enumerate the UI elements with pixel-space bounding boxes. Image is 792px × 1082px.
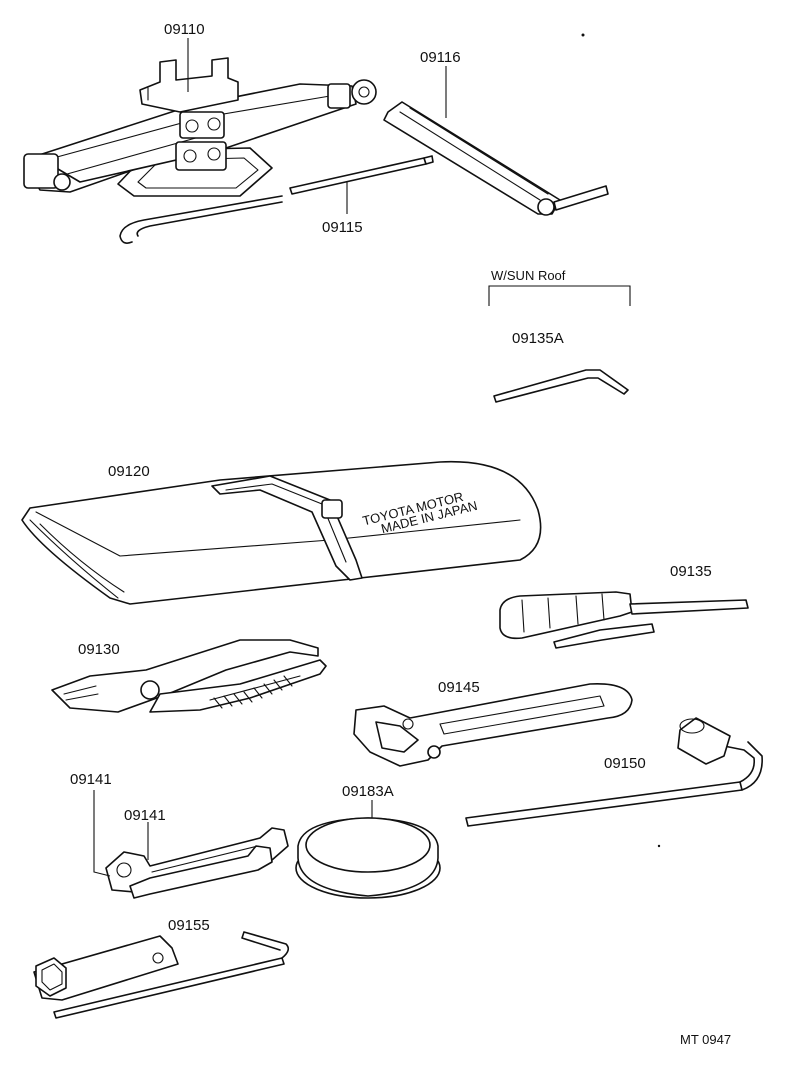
- label-wheel-nut-wrench: 09150: [604, 755, 646, 772]
- label-screwdriver: 09135: [670, 563, 712, 580]
- option-bracket: [488, 285, 631, 306]
- jack-drawing: [23, 57, 377, 197]
- label-ornament-cap: 09183A: [342, 783, 394, 800]
- label-spanner-outer: 09141: [70, 771, 112, 788]
- label-adjustable-wrench: 09145: [438, 679, 480, 696]
- diagram-code: MT 0947: [680, 1032, 731, 1047]
- label-jack-handle-extension: 09115: [322, 219, 363, 236]
- jack-handle-bar-drawing: [383, 101, 609, 216]
- label-jack-handle-bar: 09116: [420, 49, 461, 66]
- sunroof-wrench-drawing: [493, 369, 629, 403]
- speck: [657, 844, 661, 848]
- pliers-drawing: [51, 639, 327, 713]
- jack-hook-rod: [119, 195, 283, 244]
- label-sunroof-wrench: 09135A: [512, 330, 564, 347]
- speck: [581, 33, 585, 37]
- jack-handle-extension-drawing: [289, 155, 434, 195]
- screwdriver-drawing: [499, 591, 749, 649]
- tool-bag-drawing: TOYOTA MOTOR MADE IN JAPAN: [21, 460, 542, 605]
- plug-wrench-drawing: [33, 931, 290, 1019]
- adjustable-wrench-drawing: [353, 683, 633, 767]
- wheel-nut-wrench-drawing: [465, 717, 763, 827]
- label-jack: 09110: [164, 21, 205, 38]
- label-pliers: 09130: [78, 641, 120, 658]
- leader-spanner-outer: [93, 790, 111, 877]
- spanners-drawing: [105, 827, 289, 899]
- label-option-group: W/SUN Roof: [491, 268, 566, 283]
- label-spanner-inner: 09141: [124, 807, 166, 824]
- label-tool-bag: 09120: [108, 463, 150, 480]
- ornament-cap-drawing: [295, 817, 441, 899]
- label-plug-wrench: 09155: [168, 917, 210, 934]
